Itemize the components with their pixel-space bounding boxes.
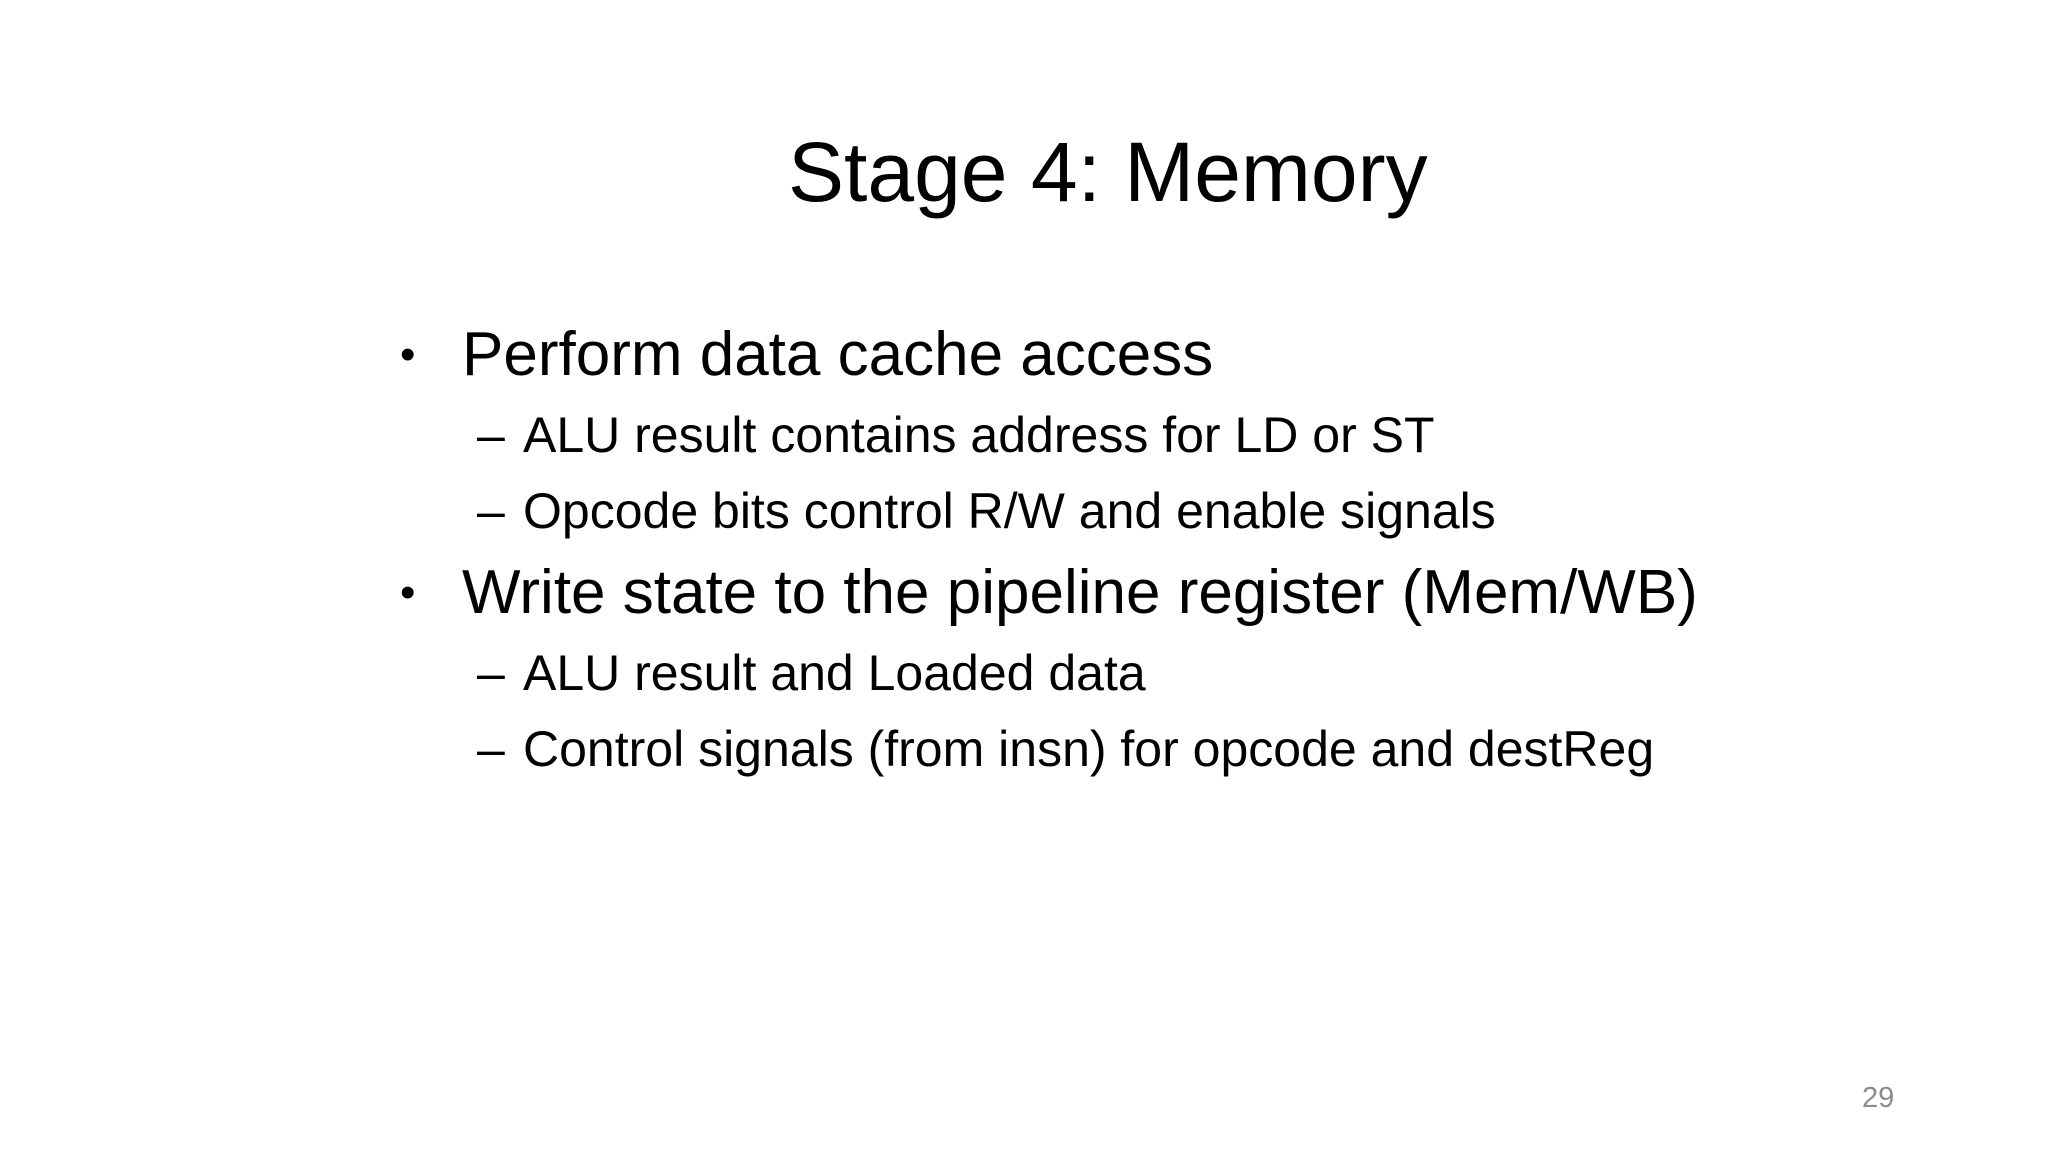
sub-bullet-text: Control signals (from insn) for opcode a… [523, 721, 1655, 777]
sub-bullet-item: – Control signals (from insn) for opcode… [400, 724, 1900, 774]
bullet-list: • Perform data cache access – ALU result… [400, 324, 1900, 800]
dash-icon: – [477, 645, 505, 701]
sub-bullet-text: Opcode bits control R/W and enable signa… [523, 483, 1496, 539]
bullet-text: Write state to the pipeline register (Me… [462, 558, 1698, 627]
dash-icon: – [477, 407, 505, 463]
sub-bullet-text: ALU result contains address for LD or ST [523, 407, 1435, 463]
bullet-text: Perform data cache access [462, 320, 1214, 389]
sub-bullet-item: – ALU result and Loaded data [400, 648, 1900, 698]
dash-icon: – [477, 721, 505, 777]
dash-icon: – [477, 483, 505, 539]
bullet-item: • Write state to the pipeline register (… [400, 562, 1900, 624]
sub-bullet-item: – Opcode bits control R/W and enable sig… [400, 486, 1900, 536]
bullet-dot-icon: • [400, 568, 416, 617]
sub-bullet-text: ALU result and Loaded data [523, 645, 1146, 701]
bullet-dot-icon: • [400, 330, 416, 379]
page-number: 29 [1862, 1082, 1895, 1114]
slide-title: Stage 4: Memory [788, 125, 1428, 219]
bullet-item: • Perform data cache access [400, 324, 1900, 386]
sub-bullet-item: – ALU result contains address for LD or … [400, 410, 1900, 460]
